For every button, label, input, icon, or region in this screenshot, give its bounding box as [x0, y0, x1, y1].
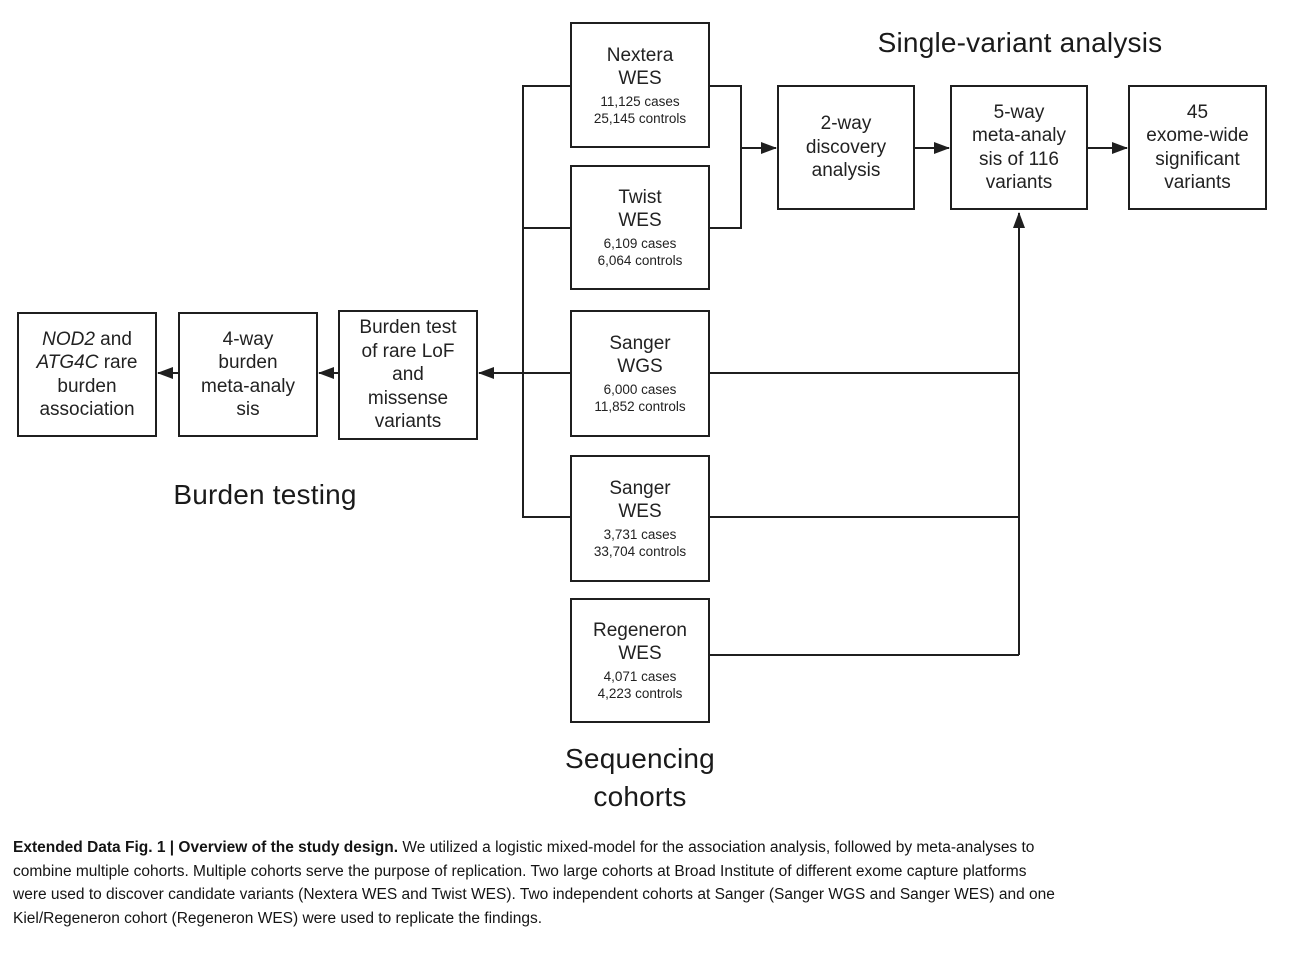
box-text: 4-way — [222, 328, 274, 350]
cohort-cases: 6,109 cases — [603, 236, 677, 251]
heading-single-variant-analysis: Single-variant analysis — [877, 27, 1163, 58]
box-text: rare — [98, 352, 138, 373]
heading-sequencing-line1: Sequencing — [565, 743, 715, 774]
replication-bracket — [710, 372, 1019, 656]
cohort-name: Regeneron — [592, 620, 688, 641]
box-text: discovery — [805, 136, 887, 158]
box-text: variants — [985, 172, 1053, 193]
box-text: variants — [1164, 172, 1231, 193]
cohort-box-sanger-wes: Sanger WES 3,731 cases 33,704 controls — [570, 455, 710, 582]
caption-line: combine multiple cohorts. Multiple cohor… — [13, 862, 1027, 880]
box-text: analysis — [811, 160, 881, 182]
cohort-name: WES — [618, 210, 662, 231]
box-text: NOD2 and — [42, 328, 132, 352]
box-text: ATG4C rare — [36, 351, 137, 375]
box-text: and — [392, 364, 424, 386]
box-text: burden — [57, 375, 117, 397]
box-burden-test: Burden test of rare LoF and missense var… — [338, 310, 478, 440]
cohort-name: WGS — [617, 356, 663, 377]
cohort-box-nextera-wes: Nextera WES 11,125 cases 25,145 controls — [570, 22, 710, 148]
box-text: meta-analy — [972, 125, 1066, 146]
cohort-controls: 11,852 controls — [594, 399, 686, 414]
caption-bold-title: Extended Data Fig. 1 | Overview of the s… — [13, 839, 399, 856]
cohort-name: WES — [618, 643, 662, 664]
box-text: sis — [236, 399, 260, 420]
gene-name: ATG4C — [36, 352, 99, 373]
gene-name: NOD2 — [42, 328, 95, 350]
cohort-name: Nextera — [606, 44, 674, 66]
box-text: significant — [1155, 148, 1240, 170]
box-text: of rare LoF — [361, 340, 455, 362]
cohort-cases: 6,000 cases — [603, 382, 677, 397]
box-text: burden — [218, 352, 278, 373]
heading-burden-testing: Burden testing — [173, 479, 357, 510]
cohort-cases: 4,071 cases — [603, 669, 677, 684]
cohort-controls: 4,223 controls — [597, 686, 683, 701]
discovery-bracket — [710, 85, 742, 229]
cohort-name: WES — [618, 67, 662, 89]
box-text: sis of 116 — [979, 148, 1059, 170]
box-text: association — [39, 399, 135, 420]
cohort-cases: 11,125 cases — [600, 93, 680, 109]
box-text: 2-way — [820, 113, 872, 135]
cohort-cases: 3,731 cases — [603, 527, 677, 542]
heading-sequencing-cohorts: Sequencing cohorts — [500, 740, 780, 816]
box-text: exome-wide — [1146, 125, 1249, 146]
box-two-way-discovery: 2-way discovery analysis — [777, 85, 915, 210]
cohort-controls: 6,064 controls — [597, 253, 683, 268]
box-text: and — [94, 328, 132, 350]
box-nod2-atg4c-association: NOD2 and ATG4C rare burden association — [17, 312, 157, 437]
box-text: 45 — [1186, 101, 1209, 123]
figure-caption: Extended Data Fig. 1 | Overview of the s… — [13, 836, 1293, 930]
box-text: variants — [374, 411, 442, 433]
cohort-name: WES — [618, 501, 662, 522]
caption-line: were used to discover candidate variants… — [13, 886, 1055, 903]
cohort-name: Sanger — [609, 333, 671, 354]
burden-bracket — [522, 85, 570, 518]
box-text: Burden test — [359, 317, 457, 339]
cohort-name: Sanger — [609, 478, 671, 499]
caption-text: We utilized a logistic mixed-model for t… — [398, 839, 1035, 856]
cohort-box-regeneron-wes: Regeneron WES 4,071 cases 4,223 controls — [570, 598, 710, 723]
cohort-controls: 33,704 controls — [593, 544, 687, 559]
box-text: 5-way — [993, 101, 1045, 123]
box-exome-wide-significant: 45 exome-wide significant variants — [1128, 85, 1267, 210]
caption-line: Extended Data Fig. 1 | Overview of the s… — [13, 836, 1293, 860]
box-text: missense — [367, 387, 449, 409]
cohort-box-twist-wes: Twist WES 6,109 cases 6,064 controls — [570, 165, 710, 290]
box-four-way-burden-meta-analysis: 4-way burden meta-analy sis — [178, 312, 318, 437]
box-text: meta-analy — [201, 375, 295, 397]
cohort-controls: 25,145 controls — [593, 110, 687, 126]
box-five-way-meta-analysis: 5-way meta-analy sis of 116 variants — [950, 85, 1088, 210]
heading-sequencing-line2: cohorts — [593, 781, 687, 812]
caption-line: Kiel/Regeneron cohort (Regeneron WES) we… — [13, 909, 543, 927]
cohort-box-sanger-wgs: Sanger WGS 6,000 cases 11,852 controls — [570, 310, 710, 437]
cohort-name: Twist — [618, 187, 662, 208]
